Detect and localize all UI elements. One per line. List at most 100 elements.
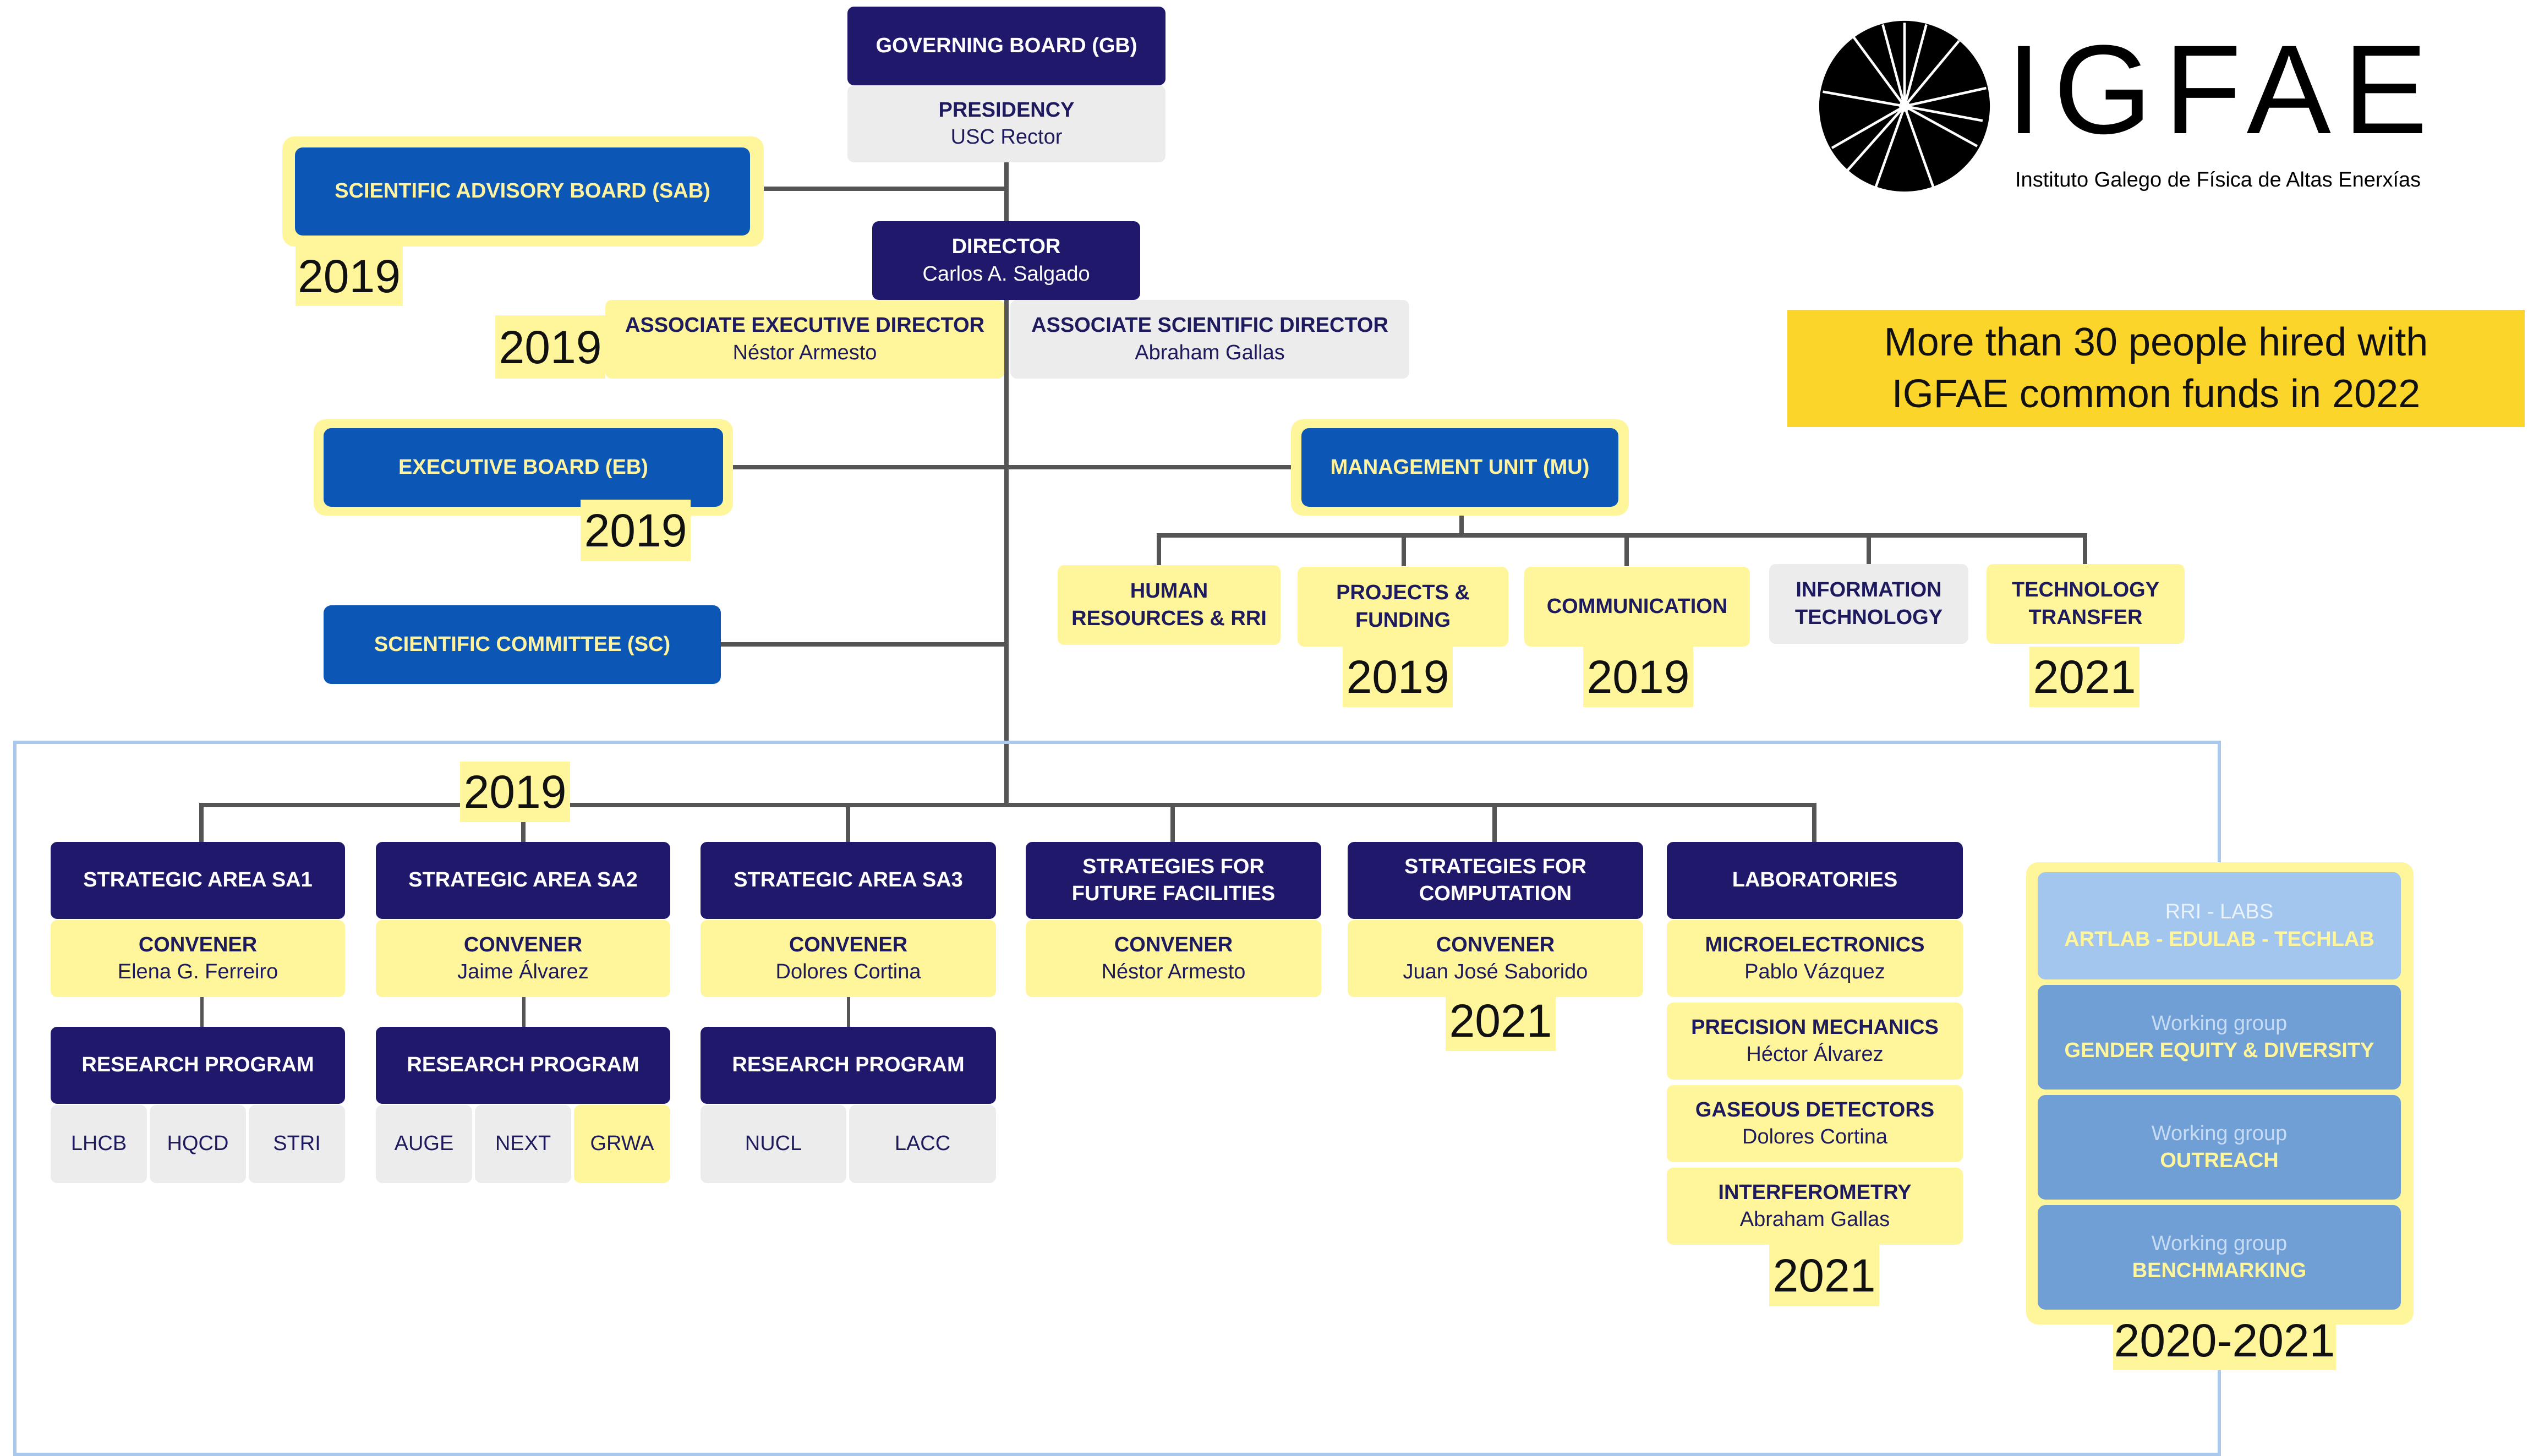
mu-drop-4 bbox=[1867, 533, 1871, 566]
sab-box: SCIENTIFIC ADVISORY BOARD (SAB) bbox=[295, 147, 750, 236]
sa2-research-program-label: RESEARCH PROGRAM bbox=[407, 1053, 639, 1077]
trunk-line bbox=[1004, 160, 1009, 806]
wg-outreach: Working group OUTREACH bbox=[2038, 1095, 2401, 1200]
director-title: DIRECTOR bbox=[951, 235, 1061, 259]
program-grwa-label: GRWA bbox=[590, 1132, 654, 1156]
mu-drop-5 bbox=[2083, 533, 2087, 566]
sa1-research-program-label: RESEARCH PROGRAM bbox=[81, 1053, 314, 1077]
logo-wordmark: IGFAE bbox=[2006, 19, 2440, 160]
sa2-convener: CONVENER Jaime Álvarez bbox=[376, 920, 670, 997]
sa3-role: CONVENER bbox=[789, 933, 908, 956]
program-next-label: NEXT bbox=[495, 1132, 551, 1156]
program-grwa: GRWA bbox=[574, 1105, 670, 1183]
sa2-title: STRATEGIC AREA SA2 bbox=[408, 868, 638, 892]
program-lhcb: LHCB bbox=[51, 1105, 147, 1183]
computation-title-1: STRATEGIES FOR bbox=[1404, 855, 1586, 878]
area-drop-2 bbox=[521, 803, 526, 842]
assoc-sci-name: Abraham Gallas bbox=[1135, 341, 1285, 364]
director-box: DIRECTOR Carlos A. Salgado bbox=[872, 221, 1140, 300]
sa1-role: CONVENER bbox=[138, 933, 258, 956]
program-hqcd: HQCD bbox=[150, 1105, 246, 1183]
lab-gaseous-detectors-name: Dolores Cortina bbox=[1742, 1125, 1887, 1148]
sa2-name: Jaime Álvarez bbox=[457, 960, 589, 983]
assoc-sci-box: ASSOCIATE SCIENTIFIC DIRECTOR Abraham Ga… bbox=[1010, 300, 1409, 379]
wg-gender-equity-label: Working group bbox=[2151, 1011, 2288, 1035]
sab-label: SCIENTIFIC ADVISORY BOARD (SAB) bbox=[335, 179, 710, 203]
assoc-exec-title: ASSOCIATE EXECUTIVE DIRECTOR bbox=[625, 314, 985, 337]
computation-title-2: COMPUTATION bbox=[1419, 882, 1572, 905]
projects-funding-box: PROJECTS & FUNDING bbox=[1298, 567, 1508, 647]
lab-microelectronics: MICROELECTRONICS Pablo Vázquez bbox=[1667, 920, 1963, 997]
year-badge-communication: 2019 bbox=[1583, 647, 1693, 707]
assoc-exec-name: Néstor Armesto bbox=[732, 341, 877, 364]
assoc-sci-title: ASSOCIATE SCIENTIFIC DIRECTOR bbox=[1031, 314, 1388, 337]
program-hqcd-label: HQCD bbox=[167, 1132, 229, 1156]
lab-microelectronics-name: Pablo Vázquez bbox=[1744, 960, 1885, 983]
sa2-header: STRATEGIC AREA SA2 bbox=[376, 842, 670, 919]
management-unit-box: MANAGEMENT UNIT (MU) bbox=[1301, 428, 1618, 507]
sa3-header: STRATEGIC AREA SA3 bbox=[701, 842, 996, 919]
area-drop-1 bbox=[199, 803, 204, 842]
igfae-logo: IGFAE Instituto Galego de Física de Alta… bbox=[1814, 15, 2436, 202]
lab-precision-mechanics-name: Héctor Álvarez bbox=[1746, 1043, 1884, 1066]
year-badge-computation: 2021 bbox=[1446, 990, 1556, 1051]
program-nucl: NUCL bbox=[701, 1105, 846, 1183]
sa1-title: STRATEGIC AREA SA1 bbox=[83, 868, 313, 892]
presidency-title: PRESIDENCY bbox=[938, 98, 1075, 122]
program-stri: STRI bbox=[249, 1105, 345, 1183]
sc-connector bbox=[721, 642, 1007, 647]
communication-label: COMMUNICATION bbox=[1546, 594, 1728, 618]
computation-convener: CONVENER Juan José Saborido bbox=[1348, 920, 1643, 997]
human-resources-box: HUMAN RESOURCES & RRI bbox=[1058, 565, 1281, 645]
technology-transfer-line2: TRANSFER bbox=[2028, 605, 2143, 629]
director-name: Carlos A. Salgado bbox=[922, 262, 1090, 286]
mu-drop-1 bbox=[1157, 533, 1161, 566]
year-badge-labs: 2021 bbox=[1769, 1245, 1879, 1306]
laboratories-title: LABORATORIES bbox=[1732, 868, 1898, 892]
rri-labs-box: RRI - LABS ARTLAB - EDULAB - TECHLAB bbox=[2038, 872, 2401, 979]
program-stri-label: STRI bbox=[273, 1132, 321, 1156]
management-unit-label: MANAGEMENT UNIT (MU) bbox=[1330, 455, 1590, 479]
sa1-name: Elena G. Ferreiro bbox=[117, 960, 278, 983]
assoc-exec-box: ASSOCIATE EXECUTIVE DIRECTOR Néstor Arme… bbox=[605, 300, 1004, 379]
callout-line2: IGFAE common funds in 2022 bbox=[1891, 371, 2421, 416]
year-badge-rri: 2020-2021 bbox=[2113, 1311, 2336, 1370]
program-nucl-label: NUCL bbox=[745, 1132, 802, 1156]
computation-header: STRATEGIES FOR COMPUTATION bbox=[1348, 842, 1643, 919]
wg-outreach-title: OUTREACH bbox=[2160, 1149, 2279, 1172]
future-facilities-title-2: FUTURE FACILITIES bbox=[1071, 882, 1276, 905]
area-drop-5 bbox=[1492, 803, 1497, 842]
program-auge: AUGE bbox=[376, 1105, 472, 1183]
sa2-program-line bbox=[522, 990, 526, 1029]
area-drop-4 bbox=[1170, 803, 1175, 842]
technology-transfer-box: TECHNOLOGY TRANSFER bbox=[1987, 564, 2185, 644]
lab-precision-mechanics: PRECISION MECHANICS Héctor Álvarez bbox=[1667, 1003, 1963, 1080]
lab-precision-mechanics-title: PRECISION MECHANICS bbox=[1691, 1015, 1939, 1039]
future-facilities-convener: CONVENER Néstor Armesto bbox=[1026, 920, 1321, 997]
sa3-program-line bbox=[847, 990, 850, 1029]
areas-horizontal-line bbox=[199, 803, 1816, 807]
sa2-role: CONVENER bbox=[463, 933, 583, 956]
computation-role: CONVENER bbox=[1436, 933, 1555, 956]
future-facilities-name: Néstor Armesto bbox=[1101, 960, 1246, 983]
lab-microelectronics-title: MICROELECTRONICS bbox=[1705, 933, 1925, 956]
year-badge-eb: 2019 bbox=[581, 500, 691, 561]
executive-board-label: EXECUTIVE BOARD (EB) bbox=[398, 455, 648, 479]
program-lhcb-label: LHCB bbox=[70, 1132, 127, 1156]
projects-funding-line1: PROJECTS & bbox=[1336, 581, 1470, 605]
lab-gaseous-detectors: GASEOUS DETECTORS Dolores Cortina bbox=[1667, 1085, 1963, 1162]
sa1-program-line bbox=[200, 990, 204, 1029]
mu-drop-2 bbox=[1402, 533, 1406, 566]
future-facilities-header: STRATEGIES FOR FUTURE FACILITIES bbox=[1026, 842, 1321, 919]
sa3-title: STRATEGIC AREA SA3 bbox=[734, 868, 963, 892]
wg-benchmarking-label: Working group bbox=[2151, 1231, 2288, 1255]
information-technology-line1: INFORMATION bbox=[1796, 578, 1942, 602]
sa2-research-program: RESEARCH PROGRAM bbox=[376, 1027, 670, 1104]
lab-interferometry-name: Abraham Gallas bbox=[1739, 1208, 1890, 1231]
computation-name: Juan José Saborido bbox=[1403, 960, 1588, 983]
wg-outreach-label: Working group bbox=[2151, 1121, 2288, 1145]
executive-board-box: EXECUTIVE BOARD (EB) bbox=[324, 428, 723, 507]
sab-connector bbox=[754, 187, 1007, 191]
year-badge-assoc-exec: 2019 bbox=[495, 315, 605, 379]
area-drop-3 bbox=[846, 803, 850, 842]
